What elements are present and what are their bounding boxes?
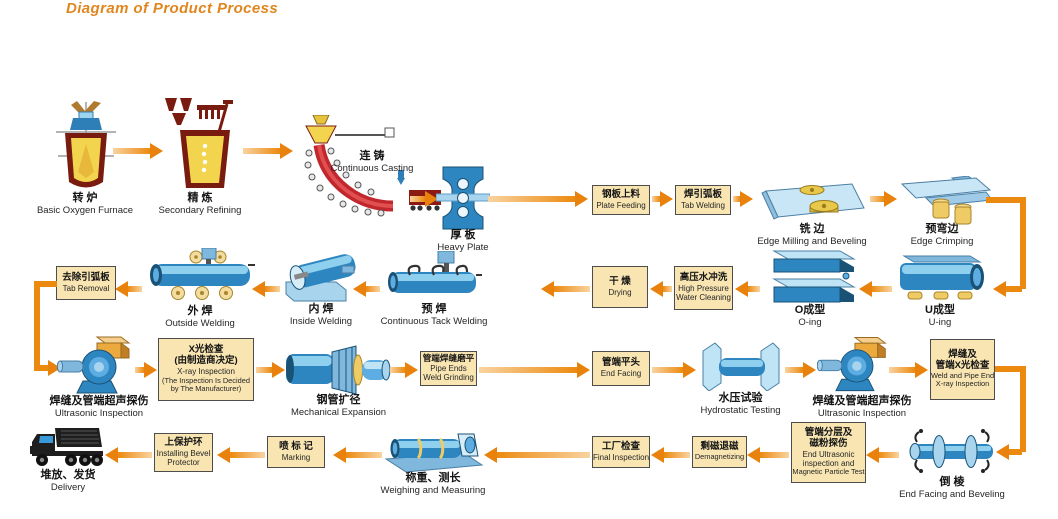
- ultrasonic-inspection-label: 焊缝及管端超声探伤 Ultrasonic Inspection: [49, 395, 149, 420]
- inside-welding-label: 内 焊 Inside Welding: [289, 303, 353, 328]
- ultrasonic-inspection-icon: [57, 336, 131, 394]
- flow-elbow: [34, 281, 40, 371]
- flow-arrow: [747, 447, 789, 463]
- flow-elbow: [1020, 366, 1026, 452]
- flow-arrow: [353, 281, 380, 297]
- flow-arrow: [115, 281, 142, 297]
- flow-elbow: [1005, 286, 1022, 292]
- edge-crimping-label: 预弯边 Edge Crimping: [910, 223, 974, 248]
- hydrostatic-testing-label: 水压试验 Hydrostatic Testing: [700, 392, 781, 417]
- hydrostatic-testing-icon: [702, 342, 780, 391]
- flow-arrow: [243, 143, 293, 159]
- tack-welding-icon: [388, 251, 482, 293]
- plate-feeding-box: 钢板上料 Plate Feeding: [592, 185, 650, 215]
- water-cleaning-box: 高压水冲洗 High Pressure Water Cleaning: [674, 266, 733, 310]
- refining-label: 精 炼 Secondary Refining: [158, 192, 242, 217]
- secondary-refining-icon: [165, 98, 233, 188]
- page-title: Diagram of Product Process: [66, 0, 279, 17]
- end-facing-beveling-label: 倒 棱 End Facing and Beveling: [899, 476, 1005, 501]
- flow-arrow: [652, 362, 696, 378]
- tack-welding-label: 预 焊 Continuous Tack Welding: [380, 303, 488, 328]
- flow-arrowhead: [996, 444, 1009, 460]
- flow-arrow: [333, 447, 382, 463]
- delivery-truck-icon: [30, 428, 103, 466]
- end-facing-beveling-icon: [909, 429, 993, 473]
- flow-arrow: [113, 143, 163, 159]
- basic-oxygen-furnace-icon: [56, 101, 116, 188]
- ultrasonic-inspection-label: 焊缝及管端超声探伤 Ultrasonic Inspection: [812, 395, 912, 420]
- flow-arrow: [735, 281, 760, 297]
- u-ing-icon: [900, 255, 984, 300]
- flow-arrow: [217, 447, 265, 463]
- bevel-protector-box: 上保护环 Installing Bevel Protector: [154, 433, 213, 472]
- flow-arrow: [488, 191, 588, 207]
- flow-arrow: [252, 281, 280, 297]
- flow-arrow: [650, 281, 672, 297]
- flow-arrow: [651, 447, 690, 463]
- tab-welding-box: 焊引弧板 Tab Welding: [675, 185, 731, 215]
- flow-arrow: [479, 362, 590, 378]
- heavy-plate-label: 厚 板 Heavy Plate: [437, 229, 489, 254]
- flow-arrow: [866, 447, 899, 463]
- flow-arrow: [256, 362, 285, 378]
- mechanical-expansion-icon: [286, 345, 391, 395]
- demagnetizing-box: 剩磁退磁 Demagnetizing: [692, 436, 747, 468]
- flow-arrow: [889, 362, 928, 378]
- o-ing-label: O成型 O-ing: [794, 304, 826, 329]
- flow-elbow: [1008, 449, 1022, 455]
- marking-box: 喷 标 记 Marking: [267, 436, 325, 468]
- o-ing-icon: [772, 250, 856, 303]
- flow-arrow: [135, 362, 157, 378]
- weighing-measuring-icon: [384, 433, 484, 473]
- weld-grinding-box: 管端焊缝磨平 Pipe Ends Weld Grinding: [420, 351, 477, 386]
- weighing-measuring-label: 称重、测长 Weighing and Measuring: [380, 472, 486, 497]
- casting-label: 连 铸 Continuous Casting: [330, 150, 414, 175]
- flow-arrow: [105, 447, 152, 463]
- bof-label: 转 炉 Basic Oxygen Furnace: [36, 192, 134, 217]
- xray-inspection-box: X光检查 (由制造商决定) X-ray Inspection (The Insp…: [158, 338, 254, 401]
- flow-arrow: [785, 362, 816, 378]
- outside-welding-icon: [150, 248, 255, 300]
- ultrasonic-inspection-icon: [817, 337, 887, 392]
- delivery-label: 堆放、发货 Delivery: [40, 469, 96, 494]
- end-facing-box: 管端平头 End Facing: [592, 351, 650, 386]
- weld-pipe-end-xray-box: 焊缝及 管端X光检查 Weld and Pipe End X-ray Inspe…: [930, 339, 995, 400]
- flow-arrow: [870, 191, 897, 207]
- tab-removal-box: 去除引弧板 Tab Removal: [56, 266, 116, 300]
- flow-arrow: [390, 362, 418, 378]
- flow-arrow: [652, 191, 673, 207]
- flow-arrow: [541, 281, 590, 297]
- edge-crimping-icon: [900, 176, 992, 225]
- edge-milling-label: 铣 边 Edge Milling and Beveling: [757, 223, 867, 248]
- u-ing-label: U成型 U-ing: [925, 304, 955, 329]
- outside-welding-label: 外 焊 Outside Welding: [165, 305, 235, 330]
- flow-arrow: [410, 191, 438, 207]
- final-inspection-box: 工厂检查 Final Inspection: [592, 436, 650, 468]
- heavy-plate-icon: [436, 166, 490, 230]
- flow-arrow: [859, 281, 892, 297]
- flow-arrow: [484, 447, 590, 463]
- edge-milling-icon: [761, 183, 865, 220]
- flow-arrowhead: [993, 281, 1006, 297]
- flow-elbow: [34, 281, 57, 287]
- mechanical-expansion-label: 钢管扩径 Mechanical Expansion: [290, 394, 387, 419]
- flow-elbow: [995, 366, 1026, 372]
- flow-elbow: [1020, 197, 1026, 289]
- flow-arrow: [733, 191, 753, 207]
- inside-welding-icon: [285, 254, 356, 302]
- flow-elbow: [986, 197, 1026, 203]
- end-ultrasonic-box: 管端分层及 磁粉探伤 End Ultrasonic inspection and…: [791, 422, 866, 483]
- drying-box: 干 燥 Drying: [592, 266, 648, 308]
- flow-elbow: [38, 365, 50, 371]
